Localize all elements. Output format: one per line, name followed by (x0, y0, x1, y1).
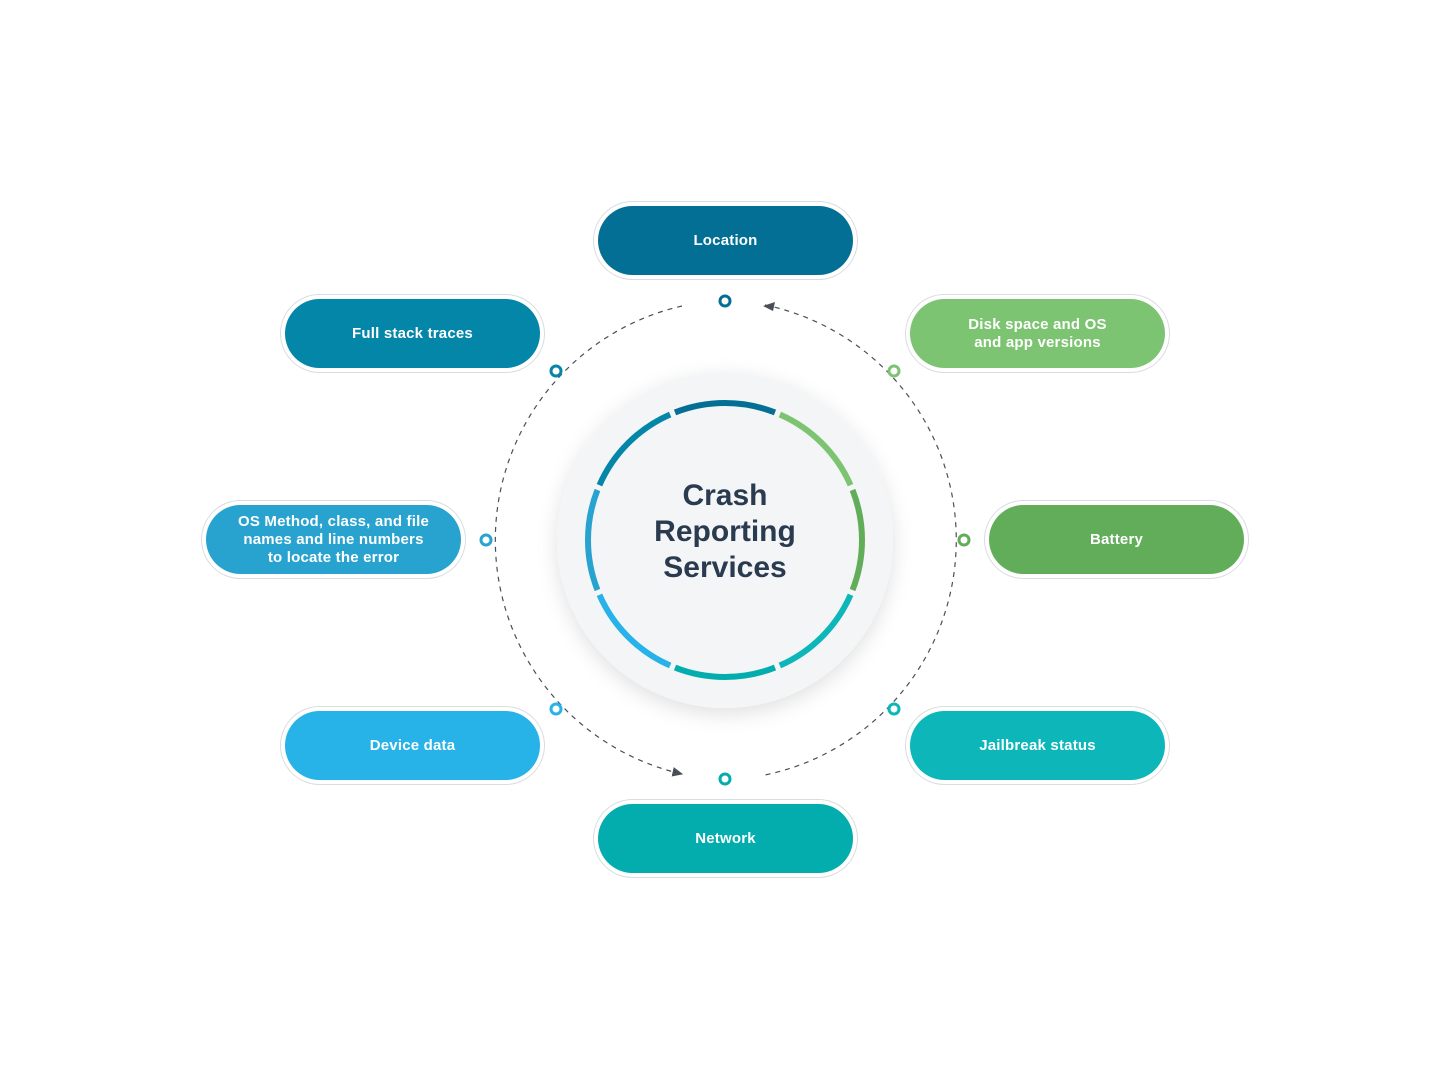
center-ring (585, 400, 865, 680)
node-device-data[interactable]: Device data (280, 706, 545, 785)
ring-segment-battery (849, 488, 865, 592)
node-disk-space[interactable]: Disk space and OS and app versions (905, 294, 1170, 373)
node-battery-label: Battery (989, 505, 1244, 574)
node-stack-traces-label: Full stack traces (285, 299, 540, 368)
orbit-arc-right (764, 304, 957, 776)
node-location-label: Location (598, 206, 853, 275)
center-inner (585, 400, 865, 680)
ring-segment-stack-traces (596, 411, 672, 487)
node-jailbreak[interactable]: Jailbreak status (905, 706, 1170, 785)
node-network-label: Network (598, 804, 853, 873)
node-battery[interactable]: Battery (984, 500, 1249, 579)
ring-segment-location (673, 400, 777, 416)
ring-segment-disk-space (778, 411, 854, 487)
orbit-arrow-top (763, 302, 775, 311)
orbit-dots (479, 294, 971, 786)
orbit-dot-network (718, 772, 732, 786)
ring-segment-os-method (585, 488, 601, 592)
node-stack-traces[interactable]: Full stack traces (280, 294, 545, 373)
orbit-arc-left (494, 305, 684, 777)
node-disk-space-label: Disk space and OS and app versions (910, 299, 1165, 368)
node-os-method-label: OS Method, class, and file names and lin… (206, 505, 461, 574)
node-jailbreak-label: Jailbreak status (910, 711, 1165, 780)
orbit-dot-battery (957, 533, 971, 547)
orbit-dot-device-data (549, 702, 563, 716)
node-device-data-label: Device data (285, 711, 540, 780)
node-os-method[interactable]: OS Method, class, and file names and lin… (201, 500, 466, 579)
orbit-dot-disk-space (887, 364, 901, 378)
orbit-dot-os-method (479, 533, 493, 547)
ring-segment-jailbreak (778, 593, 854, 669)
node-network[interactable]: Network (593, 799, 858, 878)
ring-segment-device-data (596, 593, 672, 669)
node-location[interactable]: Location (593, 201, 858, 280)
center-title: Crash Reporting Services (654, 479, 796, 584)
orbit-dot-jailbreak (887, 702, 901, 716)
orbit-dot-stack-traces (549, 364, 563, 378)
orbit-dot-location (718, 294, 732, 308)
ring-segment-network (673, 664, 777, 680)
